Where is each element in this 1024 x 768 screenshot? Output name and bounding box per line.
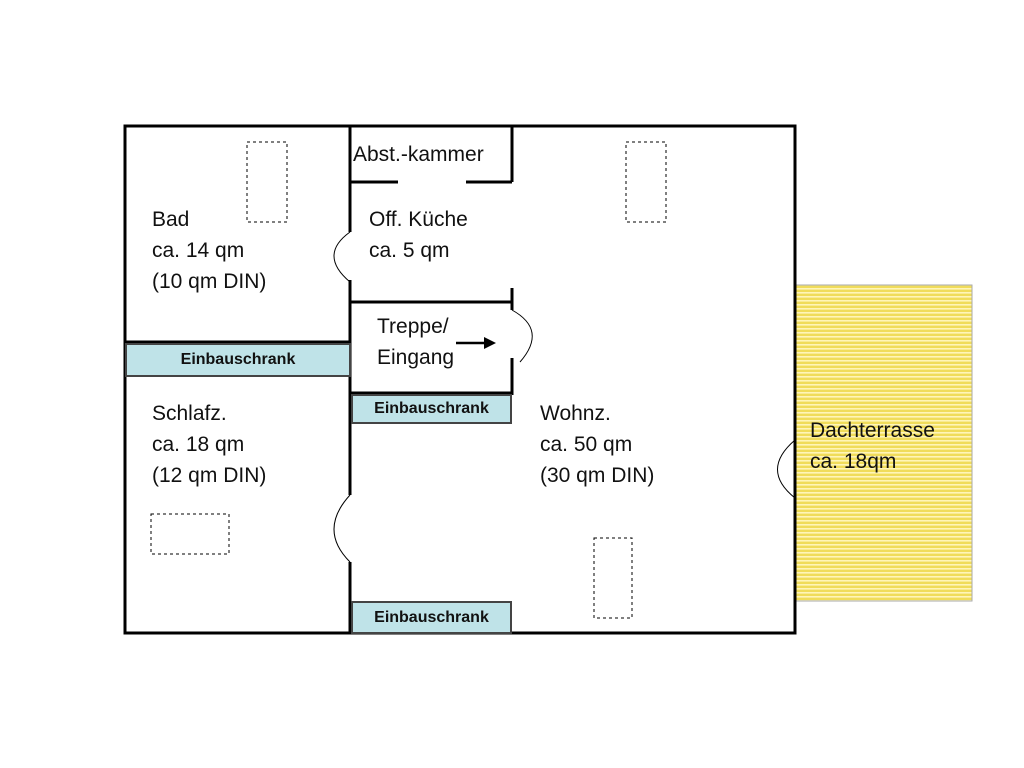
cabinet-bottom: Einbauschrank — [351, 601, 512, 634]
room-bad-din: (10 qm DIN) — [152, 270, 267, 293]
room-dachterrasse: Dachterrasse ca. 18qm — [810, 415, 935, 477]
stair-arrow — [456, 337, 496, 349]
skylights — [150, 141, 667, 619]
room-treppe: Treppe/ Eingang — [377, 311, 454, 373]
room-treppe-name: Treppe/ — [377, 315, 449, 338]
room-kueche: Off. Küche ca. 5 qm — [369, 204, 468, 266]
cabinet-left: Einbauschrank — [125, 343, 351, 377]
room-kueche-area: ca. 5 qm — [369, 239, 450, 262]
room-wohnzimmer: Wohnz. ca. 50 qm (30 qm DIN) — [540, 398, 654, 491]
room-abstellkammer-name: Abst.-kammer — [353, 143, 484, 166]
room-kueche-name: Off. Küche — [369, 208, 468, 231]
room-bad-name: Bad — [152, 208, 190, 231]
room-wohnzimmer-area: ca. 50 qm — [540, 433, 633, 456]
interior-walls — [125, 126, 514, 633]
room-wohnzimmer-din: (30 qm DIN) — [540, 464, 655, 487]
door-swings — [333, 231, 796, 563]
room-dachterrasse-area: ca. 18qm — [810, 450, 897, 473]
room-bad-area: ca. 14 qm — [152, 239, 245, 262]
room-treppe-name2: Eingang — [377, 346, 455, 369]
room-bad: Bad ca. 14 qm (10 qm DIN) — [152, 204, 266, 297]
room-schlafzimmer-name: Schlafz. — [152, 402, 227, 425]
terrace-area — [795, 284, 973, 602]
cabinet-middle: Einbauschrank — [351, 394, 512, 424]
outer-wall — [123, 124, 797, 635]
room-dachterrasse-name: Dachterrasse — [810, 419, 935, 442]
room-abstellkammer: Abst.-kammer — [353, 139, 484, 170]
room-schlafzimmer: Schlafz. ca. 18 qm (12 qm DIN) — [152, 398, 266, 491]
room-wohnzimmer-name: Wohnz. — [540, 402, 611, 425]
room-schlafzimmer-area: ca. 18 qm — [152, 433, 245, 456]
room-schlafzimmer-din: (12 qm DIN) — [152, 464, 267, 487]
